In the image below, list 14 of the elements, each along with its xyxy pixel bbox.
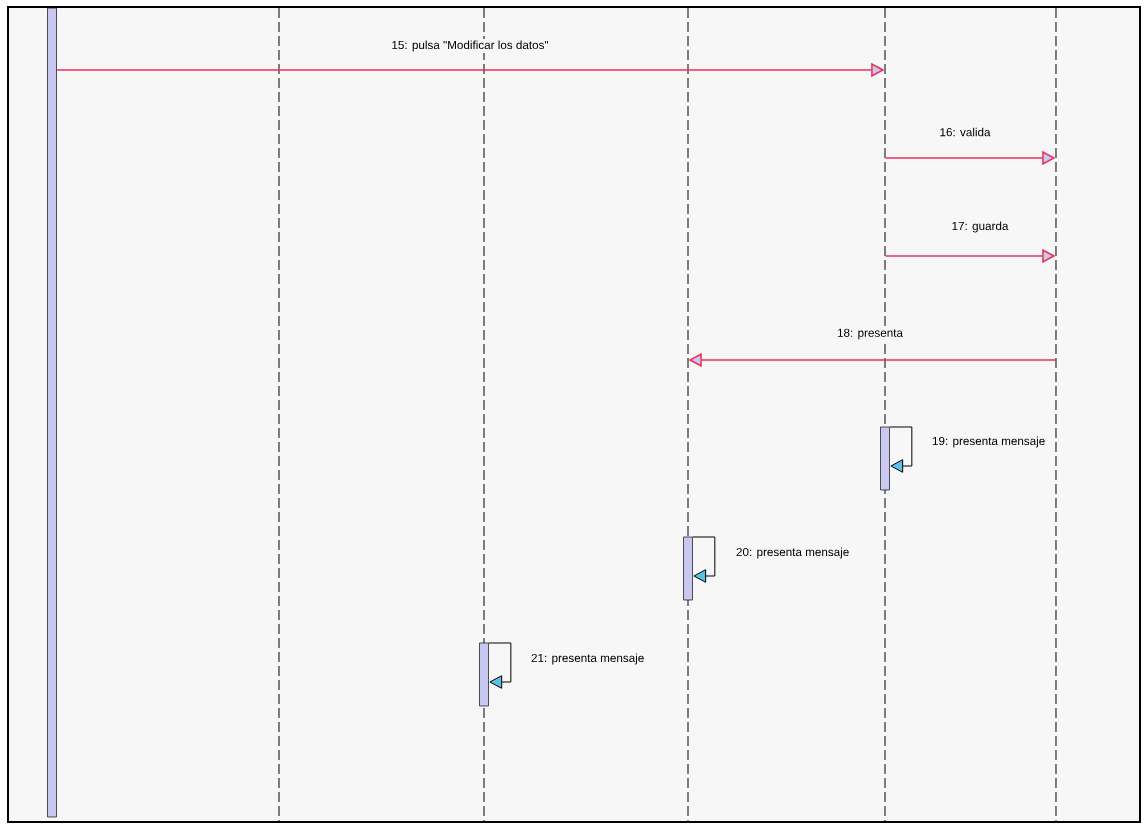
- lifeline: [278, 7, 280, 823]
- lifeline: [687, 7, 689, 823]
- message-label: 16: valida: [937, 126, 993, 138]
- activation-bar: [479, 642, 489, 707]
- lifeline: [483, 7, 485, 823]
- activation-bar: [683, 536, 693, 601]
- lifeline: [884, 7, 886, 823]
- activation-bar: [47, 7, 57, 818]
- lifeline: [1055, 7, 1057, 823]
- message-arrow: [692, 536, 716, 583]
- message-arrow: [889, 426, 913, 473]
- message-label: 18: presenta: [835, 327, 905, 341]
- message-arrow: [488, 642, 512, 689]
- activation-bar: [880, 426, 890, 491]
